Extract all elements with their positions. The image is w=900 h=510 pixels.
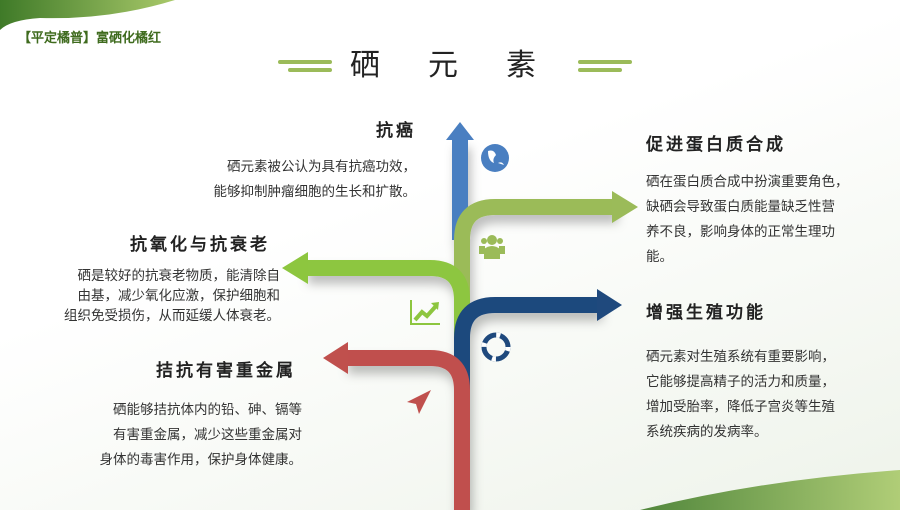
chart-up-icon: [410, 300, 440, 325]
text-line: 系统疾病的发病率。: [646, 424, 768, 440]
section-heading: 促进蛋白质合成: [646, 135, 786, 155]
section-text: 硒是较好的抗衰老物质，能清除自由基，减少氧化应激，保护细胞和组织免受损伤，从而延…: [64, 266, 280, 326]
text-line: 硒元素被公认为具有抗癌功效，: [227, 159, 416, 175]
text-line: 硒元素对生殖系统有重要影响，: [646, 349, 835, 365]
text-line: 由基，减少氧化应激，保护细胞和: [77, 288, 281, 304]
section-text: 硒元素被公认为具有抗癌功效， 能够抑制肿瘤细胞的生长和扩散。: [214, 155, 417, 205]
section-text: 硒在蛋白质合成中扮演重要角色， 缺硒会导致蛋白质能量缺乏性营养不良，影响身体的正常…: [646, 170, 849, 270]
brand-label: 【平定橘普】富硒化橘红: [18, 31, 162, 46]
globe-icon: [481, 144, 509, 172]
text-line: 养不良，影响身体的正常生理功: [646, 224, 835, 240]
section-text: 硒能够拮抗体内的铅、砷、镉等有害重金属，减少这些重金属对身体的毒害作用，保护身体…: [100, 398, 303, 473]
text-line: 缺硒会导致蛋白质能量缺乏性营: [646, 199, 835, 215]
text-line: 能够抑制肿瘤细胞的生长和扩散。: [213, 184, 417, 200]
section-heading: 抗氧化与抗衰老: [130, 235, 270, 255]
text-line: 组织免受损伤，从而延缓人体衰老。: [64, 308, 280, 324]
arrow-up: [446, 122, 474, 140]
text-line: 有害重金属，减少这些重金属对: [113, 427, 302, 443]
section-text: 硒元素对生殖系统有重要影响， 它能够提高精子的活力和质量， 增加受胎率，降低子宫炎等…: [646, 345, 835, 445]
lifebuoy-icon: [481, 332, 511, 362]
section-anticancer: 抗癌: [376, 116, 416, 141]
text-line: 硒是较好的抗衰老物质，能清除自: [77, 268, 281, 284]
text-line: 身体的毒害作用，保护身体健康。: [99, 452, 303, 468]
section-heading: 增强生殖功能: [646, 303, 766, 323]
section-heading: 拮抗有害重金属: [156, 361, 296, 381]
text-line: 能。: [646, 249, 673, 265]
text-line: 硒能够拮抗体内的铅、砷、镉等: [113, 402, 302, 418]
page-title: 硒元素: [350, 48, 584, 83]
people-icon: [479, 235, 505, 259]
paper-plane-icon: [407, 390, 431, 414]
text-line: 增加受胎率，降低子宫炎等生殖: [646, 399, 835, 415]
text-line: 硒在蛋白质合成中扮演重要角色，: [646, 174, 849, 190]
section-heading: 抗癌: [376, 121, 416, 141]
text-line: 它能够提高精子的活力和质量，: [646, 374, 835, 390]
